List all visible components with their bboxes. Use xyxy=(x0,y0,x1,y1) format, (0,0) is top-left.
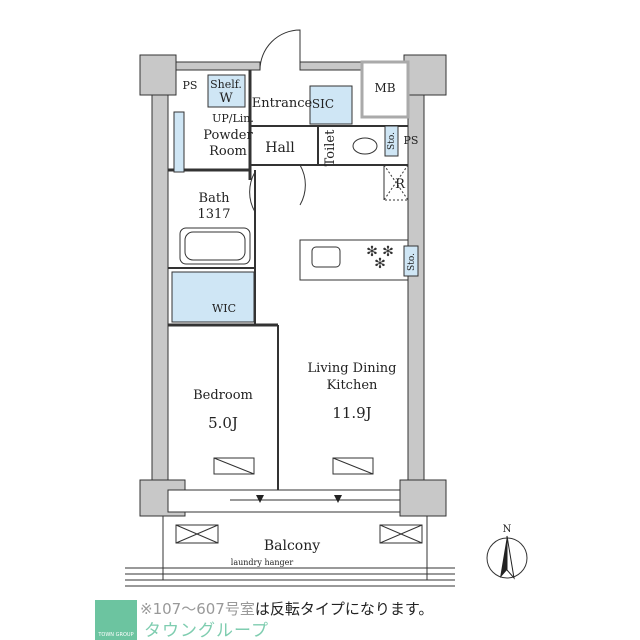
note-text: は反転タイプになります。 xyxy=(254,600,434,618)
label-wic: WIC xyxy=(212,302,236,315)
label-room: Room xyxy=(209,144,247,159)
svg-text:✻: ✻ xyxy=(382,244,394,260)
brand-name: タウングループ xyxy=(144,621,269,640)
label-bath-size: 1317 xyxy=(197,207,230,222)
label-bedroom: Bedroom xyxy=(193,388,253,403)
label-bedroom-size: 5.0J xyxy=(208,414,238,432)
label-w: W xyxy=(219,91,233,106)
label-sto: Sto. xyxy=(387,132,397,150)
pillar xyxy=(399,479,447,517)
label-r: R xyxy=(395,177,406,192)
pillar xyxy=(139,54,177,96)
label-hall: Hall xyxy=(265,140,295,156)
storage-areas xyxy=(171,74,419,323)
label-sto-kitchen: Sto. xyxy=(407,253,417,271)
stove-icon: ✻✻✻ xyxy=(366,244,394,272)
note-rooms: ※107～607号室 xyxy=(140,600,255,618)
label-laundry-hanger: laundry hanger xyxy=(231,558,294,567)
label-ldk-size: 11.9J xyxy=(332,404,371,422)
label-up-lin: UP/Lin. xyxy=(212,112,254,125)
walls xyxy=(125,29,455,587)
label-toilet: Toilet xyxy=(323,129,338,166)
reversal-note: ※107～607号室は反転タイプになります。 xyxy=(140,598,433,619)
label-ps: PS xyxy=(183,79,198,92)
town-group-logo: TOWN GROUP xyxy=(95,600,137,640)
pillar xyxy=(403,54,447,96)
svg-text:✻: ✻ xyxy=(366,244,378,260)
label-ldk: Living Dining xyxy=(308,361,397,376)
label-ps-right: PS xyxy=(404,134,419,147)
compass-label: N xyxy=(503,524,512,535)
label-shelf: Shelf. xyxy=(210,78,242,91)
svg-text:✻: ✻ xyxy=(374,256,386,272)
room-labels: PS Shelf. W UP/Lin. Powder Room Entrance… xyxy=(183,78,419,567)
door-arrows xyxy=(256,495,342,503)
label-kitchen: Kitchen xyxy=(327,378,378,393)
label-sic: SIC xyxy=(312,97,334,111)
label-entrance: Entrance xyxy=(252,96,313,111)
label-mb: MB xyxy=(374,81,395,95)
compass-icon: N xyxy=(486,524,528,580)
label-powder: Powder xyxy=(203,128,253,143)
logo-text: TOWN GROUP xyxy=(98,632,134,638)
label-balcony: Balcony xyxy=(264,538,320,554)
label-bath: Bath xyxy=(199,191,231,206)
